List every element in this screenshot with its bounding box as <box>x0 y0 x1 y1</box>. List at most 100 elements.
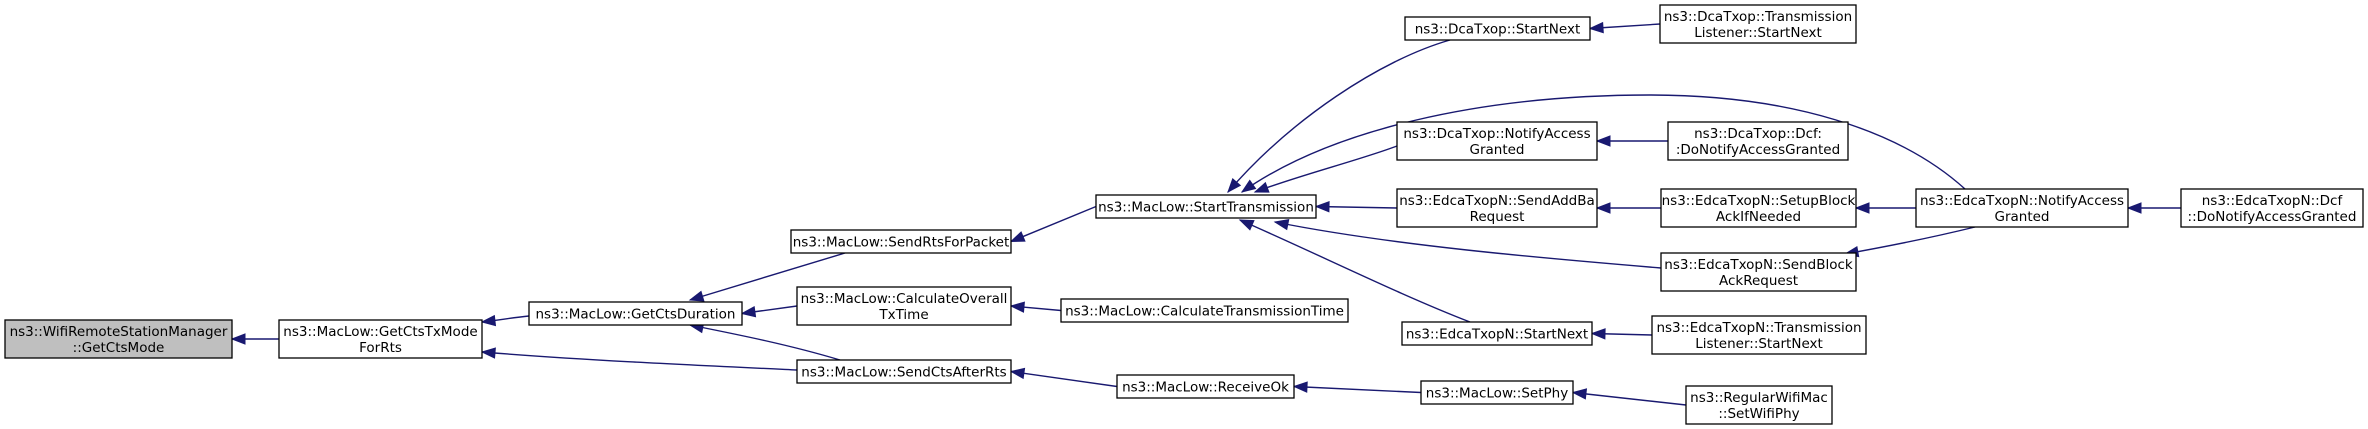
edge-n19-to-n13 <box>1571 388 1687 406</box>
edge-n16-to-n11 <box>1595 202 1661 214</box>
node-label: AckRequest <box>1719 273 1798 289</box>
node-label: TxTime <box>878 307 928 323</box>
arrowhead-icon <box>688 290 705 302</box>
node-box <box>796 359 1012 384</box>
node-label: ns3::MacLow::SendCtsAfterRts <box>801 365 1006 381</box>
node-label: ns3::EdcaTxopN::SendAddBa <box>1399 193 1595 209</box>
edge-n1-to-n0 <box>230 333 279 345</box>
node-box <box>4 319 233 359</box>
node-n14[interactable]: ns3::DcaTxop::TransmissionListener::Star… <box>1659 4 1857 44</box>
arrowhead-icon <box>1854 202 1870 214</box>
edge-line <box>1239 219 1471 323</box>
edge-n7-to-n4 <box>1009 301 1062 313</box>
arrowhead-icon <box>1238 219 1255 231</box>
node-n18[interactable]: ns3::EdcaTxopN::TransmissionListener::St… <box>1651 315 1867 355</box>
node-label: ns3::MacLow::CalculateTransmissionTime <box>1065 304 1344 320</box>
node-box <box>1420 380 1574 405</box>
edge-n20-to-n6 <box>1240 94 1966 193</box>
node-box <box>1095 194 1317 219</box>
node-label: ns3::MacLow::ReceiveOk <box>1122 380 1289 396</box>
nodes-layer: ns3::WifiRemoteStationManager::GetCtsMod… <box>4 4 2364 425</box>
node-label: ns3::EdcaTxopN::Dcf <box>2202 193 2344 209</box>
node-box <box>1116 374 1295 399</box>
node-label: ::GetCtsMode <box>73 340 165 356</box>
arrowhead-icon <box>1571 388 1588 400</box>
arrowhead-icon <box>2126 202 2142 214</box>
node-n0[interactable]: ns3::WifiRemoteStationManager::GetCtsMod… <box>4 319 233 359</box>
node-box <box>278 319 483 359</box>
node-label: Granted <box>1994 209 2049 225</box>
node-label: ::DoNotifyAccessGranted <box>2188 209 2357 225</box>
edge-line <box>1315 205 1398 209</box>
edge-n15-to-n10 <box>1595 135 1668 147</box>
edge-line <box>1010 205 1097 243</box>
edge-line <box>689 324 841 361</box>
arrowhead-icon <box>1273 219 1290 231</box>
node-box <box>2180 188 2364 228</box>
node-n3[interactable]: ns3::MacLow::SendRtsForPacket <box>790 229 1012 254</box>
node-n8[interactable]: ns3::MacLow::ReceiveOk <box>1116 374 1295 399</box>
node-box <box>1404 16 1591 41</box>
edge-n2-to-n1 <box>480 314 530 327</box>
node-label: ns3::EdcaTxopN::StartNext <box>1406 327 1588 343</box>
edge-n17-to-n6 <box>1273 219 1662 269</box>
node-label: Request <box>1470 209 1525 225</box>
node-box <box>528 301 743 326</box>
edge-n11-to-n6 <box>1314 201 1398 213</box>
node-label: ForRts <box>359 340 402 356</box>
edge-line <box>1572 391 1687 406</box>
arrowhead-icon <box>1595 202 1611 214</box>
node-label: ns3::MacLow::CalculateOverall <box>801 291 1008 307</box>
arrowhead-icon <box>480 314 497 327</box>
arrowhead-icon <box>1227 178 1242 194</box>
arrowhead-icon <box>1588 21 1604 34</box>
edge-line <box>1254 145 1398 193</box>
node-label: ns3::DcaTxop::Transmission <box>1664 9 1852 25</box>
edge-line <box>1274 221 1662 269</box>
node-label: Listener::StartNext <box>1694 25 1822 41</box>
edge-n10-to-n6 <box>1253 145 1398 193</box>
node-label: ::SetWifiPhy <box>1718 406 1799 422</box>
arrowhead-icon <box>1240 179 1257 193</box>
node-box <box>1659 4 1857 44</box>
node-label: ns3::MacLow::SetPhy <box>1426 386 1568 402</box>
node-label: ns3::EdcaTxopN::SetupBlock <box>1662 193 1856 209</box>
node-n21[interactable]: ns3::EdcaTxopN::Dcf::DoNotifyAccessGrant… <box>2180 188 2364 228</box>
node-label: ns3::MacLow::StartTransmission <box>1098 200 1314 216</box>
node-box <box>1660 188 1857 228</box>
node-label: ns3::DcaTxop::StartNext <box>1415 22 1581 38</box>
node-n7[interactable]: ns3::MacLow::CalculateTransmissionTime <box>1060 298 1349 323</box>
edge-n6-to-n3 <box>1009 205 1097 243</box>
node-n20[interactable]: ns3::EdcaTxopN::NotifyAccessGranted <box>1915 188 2129 228</box>
node-n13[interactable]: ns3::MacLow::SetPhy <box>1420 380 1574 405</box>
node-box <box>790 229 1012 254</box>
edge-n20-to-n17 <box>1843 226 1976 258</box>
node-label: AckIfNeeded <box>1716 209 1801 225</box>
edge-line <box>1293 385 1422 394</box>
edge-line <box>1241 94 1966 193</box>
node-box <box>1401 321 1593 346</box>
edge-n4-to-n2 <box>740 305 798 318</box>
node-n9[interactable]: ns3::DcaTxop::StartNext <box>1404 16 1591 41</box>
node-n6[interactable]: ns3::MacLow::StartTransmission <box>1095 194 1317 219</box>
edge-n20-to-n16 <box>1854 202 1916 214</box>
node-n2[interactable]: ns3::MacLow::GetCtsDuration <box>528 301 743 326</box>
node-box <box>1685 385 1833 425</box>
node-n10[interactable]: ns3::DcaTxop::NotifyAccessGranted <box>1396 121 1598 161</box>
node-label: ns3::WifiRemoteStationManager <box>10 324 228 340</box>
node-n12[interactable]: ns3::EdcaTxopN::StartNext <box>1401 321 1593 346</box>
node-n5[interactable]: ns3::MacLow::SendCtsAfterRts <box>796 359 1012 384</box>
edge-n21-to-n20 <box>2126 202 2181 214</box>
node-box <box>1060 298 1349 323</box>
arrowhead-icon <box>1009 367 1026 380</box>
arrowhead-icon <box>1292 381 1308 393</box>
node-n19[interactable]: ns3::RegularWifiMac::SetWifiPhy <box>1685 385 1833 425</box>
node-n15[interactable]: ns3::DcaTxop::Dcf::DoNotifyAccessGranted <box>1667 121 1849 161</box>
edge-n8-to-n5 <box>1009 367 1118 388</box>
